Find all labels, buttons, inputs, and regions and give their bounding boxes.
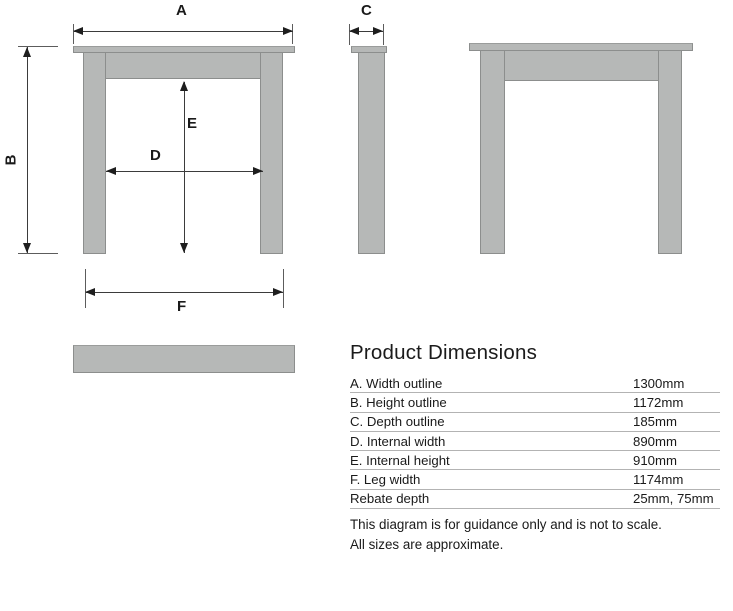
dim-a-arrowhead-left <box>73 27 83 35</box>
dim-f-label: F <box>177 298 187 315</box>
dim-e-label: E <box>187 115 198 132</box>
dim-b-arrowhead-top <box>23 47 31 57</box>
dim-e-arrowhead-top <box>180 81 188 91</box>
front-view-top-shelf <box>73 46 295 53</box>
dimension-label: C. Depth outline <box>350 414 445 430</box>
dim-d-label: D <box>150 147 161 164</box>
dim-c-label: C <box>361 2 372 19</box>
table-row-width-outline: A. Width outline 1300mm <box>350 374 720 394</box>
dimension-label: A. Width outline <box>350 375 443 391</box>
dim-b-label: B <box>2 154 20 166</box>
front-view-left-leg <box>83 52 106 254</box>
dimension-label: F. Leg width <box>350 472 421 488</box>
table-row-leg-width: F. Leg width 1174mm <box>350 470 720 490</box>
dimension-value: 185mm <box>633 414 677 430</box>
dim-c-arrowhead-left <box>349 27 359 35</box>
table-row-internal-height: E. Internal height 910mm <box>350 451 720 471</box>
dim-b-tick-bottom <box>18 253 58 254</box>
product-dimensions-panel: Product Dimensions A. Width outline 1300… <box>350 341 720 554</box>
dim-c-line <box>350 31 383 32</box>
dimension-value: 910mm <box>633 452 677 468</box>
dimension-value: 1172mm <box>633 394 684 410</box>
dim-a-label: A <box>176 2 187 19</box>
dim-e-arrowhead-bottom <box>180 243 188 253</box>
dim-b-arrowhead-bottom <box>23 243 31 253</box>
table-row-internal-width: D. Internal width 890mm <box>350 432 720 452</box>
front-view-right-leg <box>260 52 283 254</box>
dim-b-tick-top <box>18 46 58 47</box>
dimension-value: 890mm <box>633 433 677 449</box>
plain-view-left-leg <box>480 50 505 254</box>
dim-c-arrowhead-right <box>373 27 383 35</box>
dim-f-arrowhead-right <box>273 288 283 296</box>
dimension-label: E. Internal height <box>350 452 450 468</box>
table-row-height-outline: B. Height outline 1172mm <box>350 393 720 413</box>
shelf-piece <box>73 345 295 373</box>
dimension-value: 1174mm <box>633 472 684 488</box>
side-view-top-shelf <box>351 46 387 53</box>
dimension-value: 25mm, 75mm <box>633 491 714 507</box>
side-view-leg <box>358 52 385 254</box>
dim-a-arrowhead-right <box>283 27 293 35</box>
plain-view-right-leg <box>658 50 682 254</box>
dim-f-arrowhead-left <box>85 288 95 296</box>
dim-f-line <box>86 292 283 293</box>
table-row-depth-outline: C. Depth outline 185mm <box>350 413 720 432</box>
dimension-value: 1300mm <box>633 375 685 391</box>
product-dimensions-title: Product Dimensions <box>350 341 538 364</box>
dim-a-line <box>74 31 293 32</box>
dimension-label: B. Height outline <box>350 394 447 410</box>
table-row-rebate-depth: Rebate depth 25mm, 75mm <box>350 490 720 510</box>
disclaimer-notes: This diagram is for guidance only and is… <box>350 515 720 554</box>
dim-c-extension-right <box>383 24 384 45</box>
dimension-label: D. Internal width <box>350 433 446 449</box>
dim-f-extension-right <box>283 269 284 308</box>
front-view-header-panel <box>105 52 261 79</box>
note-line-approximate: All sizes are approximate. <box>350 536 504 552</box>
dimension-label: Rebate depth <box>350 491 430 507</box>
plain-view-top-shelf <box>469 43 693 51</box>
dim-e-line <box>184 82 185 253</box>
plain-view-header-panel <box>504 50 659 81</box>
dim-d-arrowhead-right <box>253 167 263 175</box>
dim-b-line <box>27 47 28 253</box>
dimensions-table: A. Width outline 1300mm B. Height outlin… <box>350 374 720 510</box>
note-line-guidance: This diagram is for guidance only and is… <box>350 517 662 533</box>
dim-d-arrowhead-left <box>106 167 116 175</box>
